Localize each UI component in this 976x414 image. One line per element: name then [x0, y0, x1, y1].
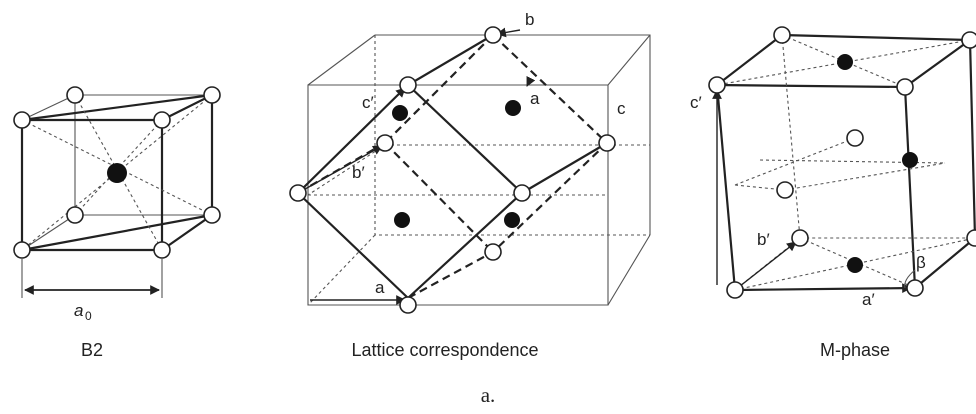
mphase-label-a-prime: a′ [862, 290, 875, 309]
lattice-label-c-prime: c′ [362, 93, 374, 112]
b2-body-atom [107, 163, 127, 183]
figure-label: a. [481, 383, 496, 407]
lattice-label-a: a [530, 89, 540, 108]
b2-lattice-subscript: 0 [85, 309, 92, 323]
mphase-label-c-prime: c′ [690, 93, 702, 112]
mphase-label-beta: β [916, 253, 926, 272]
mphase-label-b-prime: b′ [757, 230, 770, 249]
lattice-correspondence-cell: b a c c′ b′ a Lattice correspondence [289, 10, 651, 360]
b2-lattice-label: a [74, 301, 83, 320]
lattice-label-b-prime: b′ [352, 163, 365, 182]
lattice-label-b: b [525, 10, 534, 29]
m-phase-cell: c′ b′ a′ β M-phase [690, 26, 976, 360]
mphase-caption: M-phase [820, 340, 890, 360]
lattice-caption: Lattice correspondence [351, 340, 538, 360]
b2-cell: a 0 B2 [13, 86, 221, 360]
b2-caption: B2 [81, 340, 103, 360]
lattice-label-a-prime: a [375, 278, 385, 297]
lattice-label-c: c [617, 99, 626, 118]
